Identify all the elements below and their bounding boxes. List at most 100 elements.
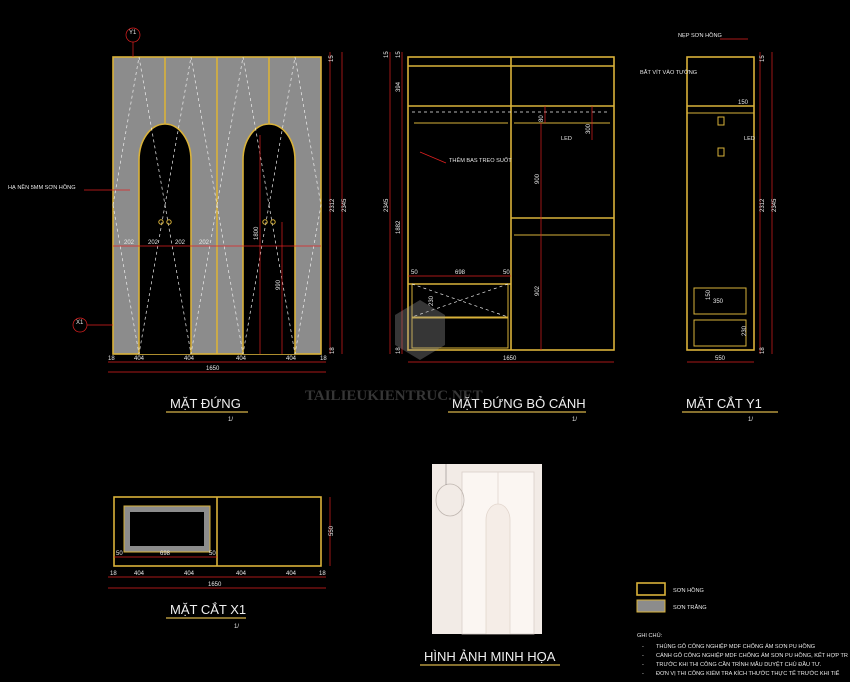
- title-y1: MẶT CẮT Y1: [686, 396, 762, 411]
- tag-y1-label: Y1: [129, 30, 137, 36]
- legend: SƠN HỒNG SƠN TRẮNG: [636, 582, 707, 613]
- handle-icon: [262, 219, 268, 225]
- x1-drawer: [123, 505, 211, 553]
- scale-x1: 1/: [234, 624, 239, 630]
- dim-mid-4: 202: [199, 240, 210, 246]
- notes: GHI CHÚ: - THÙNG GỖ CÔNG NGHIỆP MDF CHỐN…: [637, 632, 848, 677]
- label-bat-vit-text: BẮT VÍT VÀO TƯỜNG: [640, 68, 697, 76]
- watermark-text: TAILIEUKIENTRUC.NET: [305, 388, 483, 404]
- dim-open-18: 18: [396, 347, 402, 354]
- dim-x1-b1: 18: [110, 571, 117, 577]
- dim-x1-698: 698: [160, 551, 171, 557]
- legend-label-son-hong: SƠN HỒNG: [673, 587, 704, 594]
- label-led-open: LED: [561, 136, 572, 142]
- legend-swatch-son-trang: [637, 600, 665, 612]
- dim-y1-2345: 2345: [772, 198, 778, 212]
- y1-drawer-upper: [693, 287, 747, 315]
- label-bar: THÊM BAS TREO SUỐT: [449, 156, 512, 164]
- dim-y1-150: 150: [738, 100, 749, 106]
- dim-y1-width: 550: [715, 356, 726, 362]
- y1-rail-icon: [717, 147, 725, 157]
- dim-open-394: 394: [396, 81, 402, 92]
- watermark-logo-icon: [395, 300, 445, 360]
- wardrobe-arch: [485, 503, 511, 634]
- arch-left-frame: [138, 123, 192, 354]
- dim-x1-b2: 404: [134, 571, 145, 577]
- handle-icon: [158, 219, 164, 225]
- dim-open-50a: 50: [411, 270, 418, 276]
- title-x1: MẶT CẮT X1: [170, 602, 246, 617]
- dim-y1-18: 18: [760, 347, 766, 354]
- arch-right-void: [243, 124, 295, 354]
- note-item-3: TRƯỚC KHI THI CÔNG CẦN TRÌNH MẪU DUYỆT C…: [656, 660, 822, 668]
- dim-right-bottom: 18: [330, 347, 336, 354]
- dim-open-902: 902: [535, 285, 541, 296]
- dim-open-50b: 50: [503, 270, 510, 276]
- legend-swatch-son-hong: [636, 582, 666, 596]
- drawer-x-lines: [411, 283, 509, 318]
- dim-mid-1: 202: [124, 240, 135, 246]
- pendant-lamp-icon: [435, 483, 465, 517]
- note-ha-nen: HẠ NỀN 5MM SƠN HỒNG: [8, 184, 76, 191]
- dim-right-a: 2312: [330, 198, 336, 212]
- label-bar-text: THÊM BAS TREO SUỐT: [449, 156, 512, 164]
- dim-y1-230: 230: [742, 325, 748, 336]
- note-bullet: -: [642, 653, 644, 659]
- dim-open-80: 80: [539, 115, 545, 122]
- dim-open-698: 698: [455, 270, 466, 276]
- dim-y1-2312: 2312: [760, 198, 766, 212]
- title-open: MẶT ĐỨNG BỎ CÁNH: [452, 396, 586, 411]
- dim-right-small: 15: [329, 55, 335, 62]
- arch-left-void: [139, 124, 191, 354]
- note-bullet: -: [642, 644, 644, 650]
- dim-x1-550: 550: [329, 525, 335, 536]
- legend-swatch-border: [636, 599, 666, 613]
- dim-x1-b5: 404: [286, 571, 297, 577]
- legend-label-son-trang: SƠN TRẮNG: [673, 603, 707, 611]
- note-item-1: THÙNG GỖ CÔNG NGHIỆP MDF CHỐNG ẨM SƠN PU…: [656, 642, 815, 650]
- dim-1800: 1800: [254, 226, 260, 240]
- dim-open-top-b: 15: [396, 51, 402, 58]
- door-swing-lines: [112, 56, 322, 355]
- note-item-4: ĐƠN VỊ THI CÔNG KIỂM TRA KÍCH THƯỚC THỰC…: [656, 670, 840, 677]
- dim-x1-b4: 404: [236, 571, 247, 577]
- handle-icon: [270, 219, 276, 225]
- scale-y1: 1/: [748, 417, 753, 423]
- dim-x1-total: 1650: [208, 582, 222, 588]
- dim-mid-3: 202: [175, 240, 186, 246]
- label-nep-son-hong: NẸP SƠN HỒNG: [678, 32, 722, 39]
- dim-mid-2: 202: [148, 240, 159, 246]
- front-elevation: 202 202 202 202 1800 990 HẠ NỀN 5MM SƠN …: [8, 27, 348, 423]
- scale-front: 1/: [228, 417, 233, 423]
- y1-drawer-lower: [693, 319, 747, 347]
- y1-outer-frame: [686, 56, 755, 351]
- title-front: MẶT ĐỨNG: [170, 396, 241, 411]
- dim-bottom-2: 404: [134, 356, 145, 362]
- note-item-2: CÁNH GỖ CÔNG NGHIỆP MDF CHỐNG ẨM SƠN PU …: [656, 651, 848, 659]
- illustration: HÌNH ẢNH MINH HỌA: [420, 464, 560, 666]
- y1-rail-icon: [717, 116, 725, 126]
- dim-y1-350: 350: [713, 299, 724, 305]
- dim-right-b: 2345: [342, 198, 348, 212]
- dim-open-1882: 1882: [396, 220, 402, 234]
- label-led-y1: LED: [744, 136, 755, 142]
- dim-990: 990: [276, 279, 282, 290]
- label-bat-vit: BẮT VÍT VÀO TƯỜNG: [640, 68, 697, 76]
- notes-heading: GHI CHÚ:: [637, 632, 663, 639]
- dim-bottom-1: 18: [108, 356, 115, 362]
- tag-x1-label: X1: [76, 320, 84, 326]
- handle-icon: [166, 219, 172, 225]
- dim-bottom-3: 404: [184, 356, 195, 362]
- section-y1: NẸP SƠN HỒNG BẮT VÍT VÀO TƯỜNG LED 15 23…: [640, 32, 778, 423]
- dim-open-230: 230: [429, 295, 435, 306]
- dim-bottom-5: 404: [286, 356, 297, 362]
- dim-open-900: 900: [535, 173, 541, 184]
- section-x1: 698 50 50 550 18 404 404 404 404 18 1650…: [108, 496, 335, 630]
- dim-bottom-6: 18: [320, 356, 327, 362]
- dim-open-2345: 2345: [384, 198, 390, 212]
- dim-x1-b6: 18: [319, 571, 326, 577]
- dim-open-300: 300: [586, 123, 592, 134]
- dim-x1-b3: 404: [184, 571, 195, 577]
